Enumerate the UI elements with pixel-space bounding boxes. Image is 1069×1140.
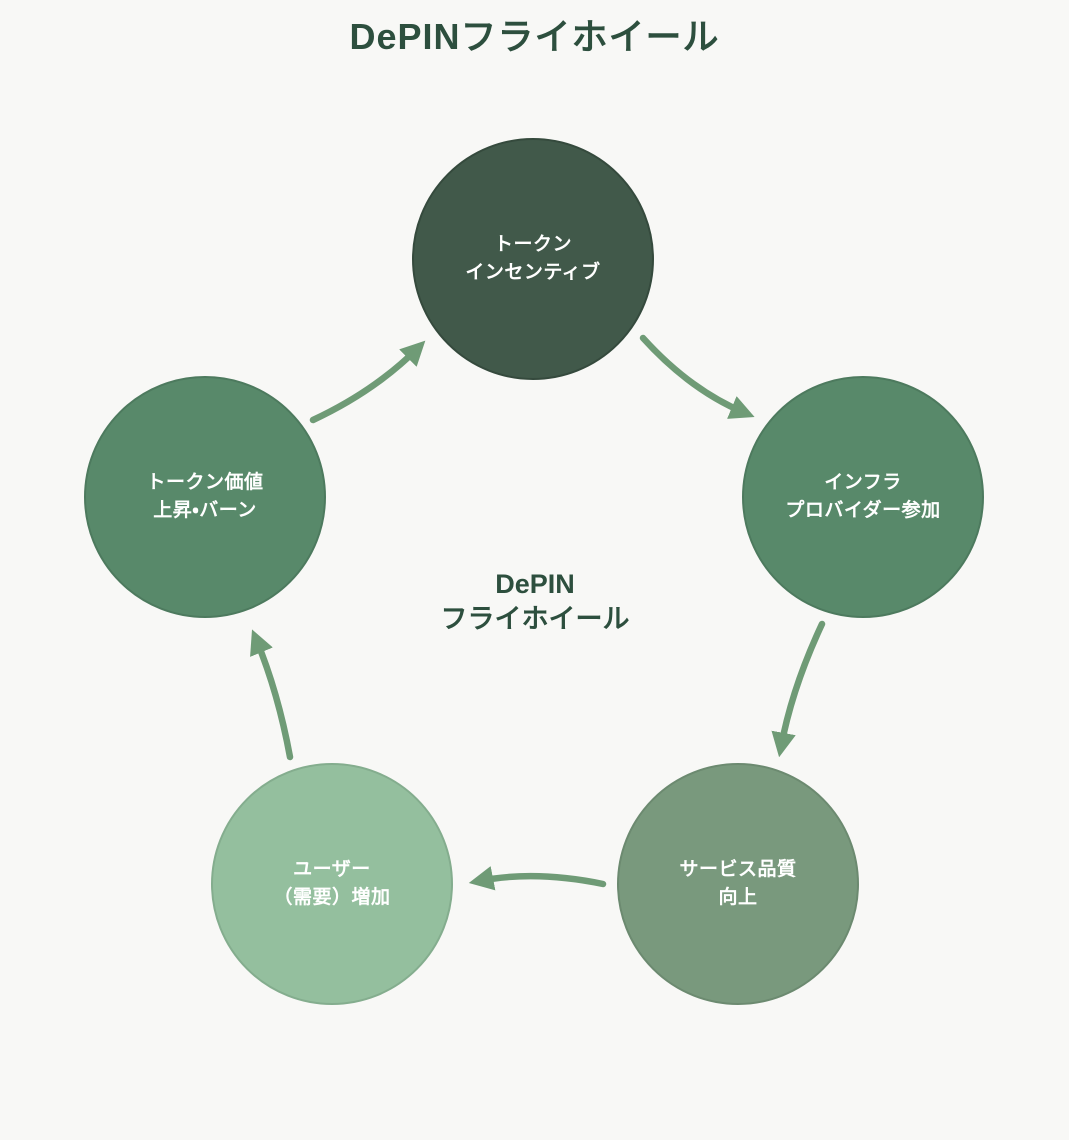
node-user-demand-increase-label: ユーザー （需要）増加	[273, 858, 391, 909]
arrow-bottom-left-to-left	[250, 629, 294, 761]
node-service-quality-up-label: サービス品質 向上	[679, 858, 797, 909]
node-service-quality-up: サービス品質 向上	[617, 763, 859, 1005]
arrow-top-to-right	[639, 334, 755, 419]
node-token-incentive-label: トークン インセンティブ	[465, 233, 601, 284]
node-token-value-rise-burn: トークン価値 上昇・バーン	[84, 376, 326, 618]
node-infra-provider-join-label: インフラ プロバイダー参加	[785, 471, 941, 522]
arrow-bottom-right-to-bottom-left	[468, 866, 607, 891]
node-token-value-rise-burn-label: トークン価値 上昇・バーン	[146, 471, 264, 522]
page-title: DePINフライホイール	[349, 16, 720, 57]
arrow-right-to-bottom-right	[771, 620, 826, 758]
node-infra-provider-join: インフラ プロバイダー参加	[742, 376, 984, 618]
center-label: DePIN フライホイール	[440, 568, 630, 634]
node-token-incentive: トークン インセンティブ	[412, 138, 654, 380]
node-user-demand-increase: ユーザー （需要）増加	[211, 763, 453, 1005]
arrow-left-to-top	[309, 340, 426, 424]
